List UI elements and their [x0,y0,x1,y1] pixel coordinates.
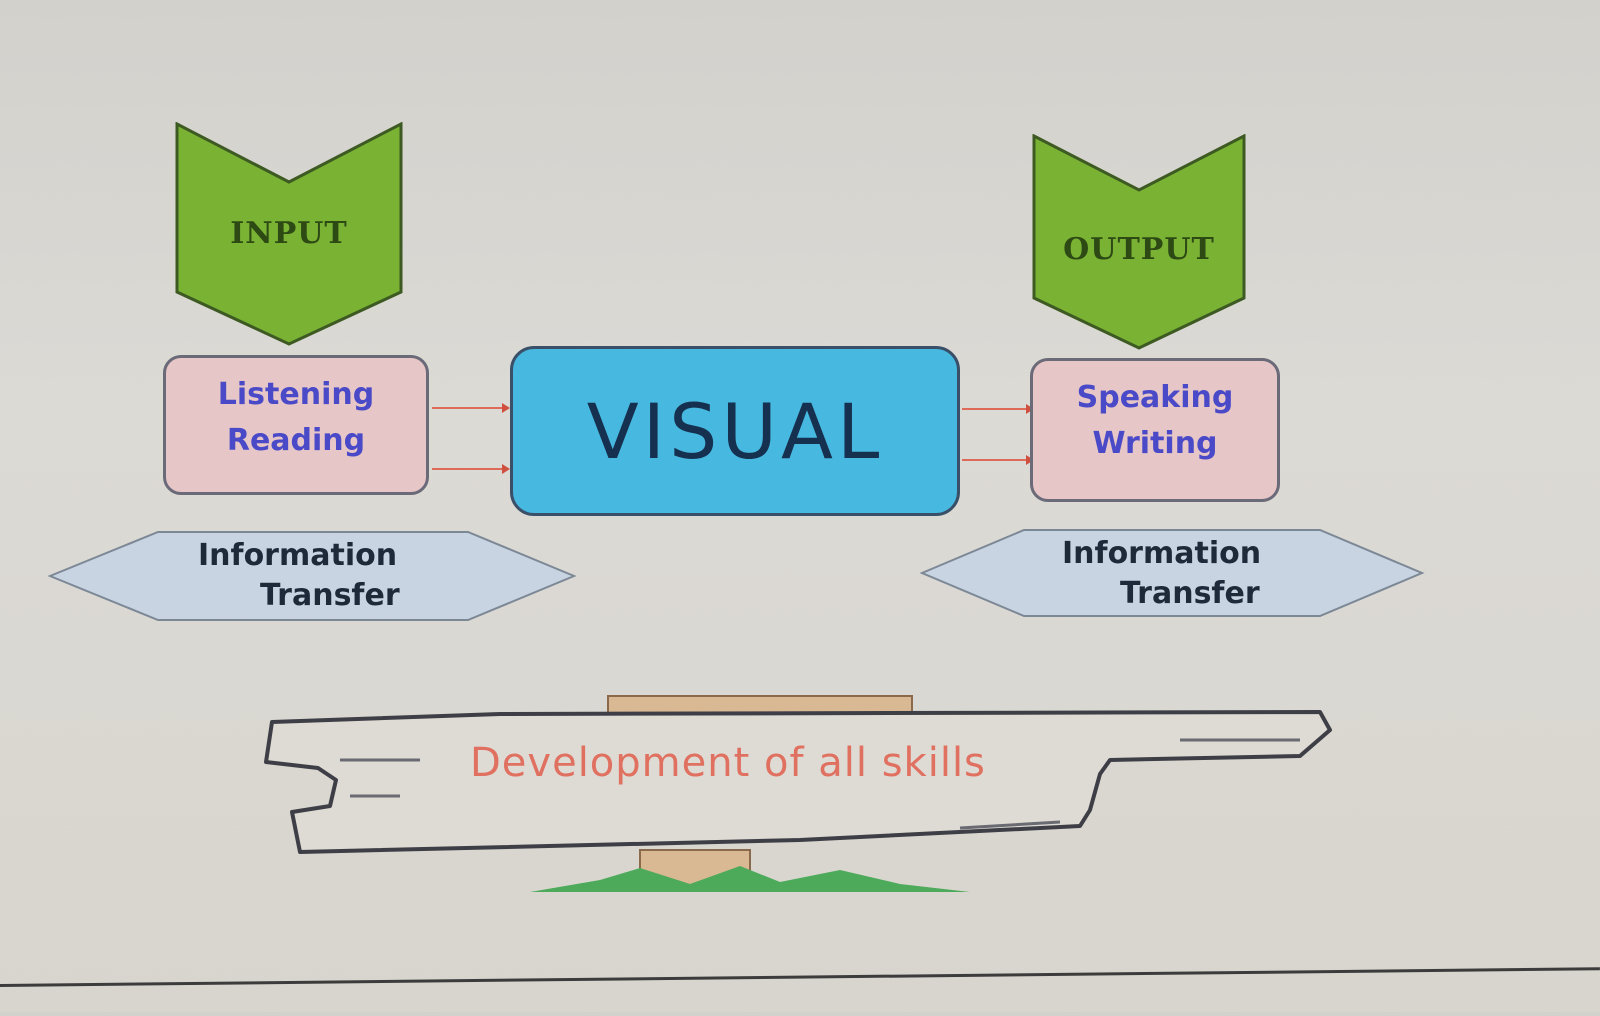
hexagon-shape [47,531,577,621]
skill-writing: Writing [1092,426,1218,461]
right-transfer-line2: Transfer [1120,576,1260,611]
input-label: INPUT [230,216,348,251]
visual-label: VISUAL [586,386,884,476]
sign-label: Development of all skills [470,740,986,786]
left-transfer-line1: Information [198,538,398,573]
hexagon-shape [919,529,1425,617]
input-skills-box: Listening Reading [163,355,429,495]
output-skills-box: Speaking Writing [1030,358,1280,502]
chevron-down-icon [175,121,403,346]
arrow-reading-to-visual [432,464,510,474]
skill-reading: Reading [226,423,366,458]
input-chevron: INPUT [175,121,403,346]
right-transfer-line1: Information [1062,536,1262,571]
left-transfer-line2: Transfer [260,578,400,613]
chevron-down-icon [1032,133,1246,350]
output-label: OUTPUT [1063,232,1215,267]
left-information-transfer: Information Transfer [47,530,578,622]
arrow-listening-to-visual [432,403,510,413]
skill-speaking: Speaking [1076,380,1234,415]
visual-box: VISUAL [510,346,960,516]
output-chevron: OUTPUT [1032,133,1246,350]
right-information-transfer: Information Transfer [919,528,1426,618]
skill-listening: Listening [217,377,375,412]
